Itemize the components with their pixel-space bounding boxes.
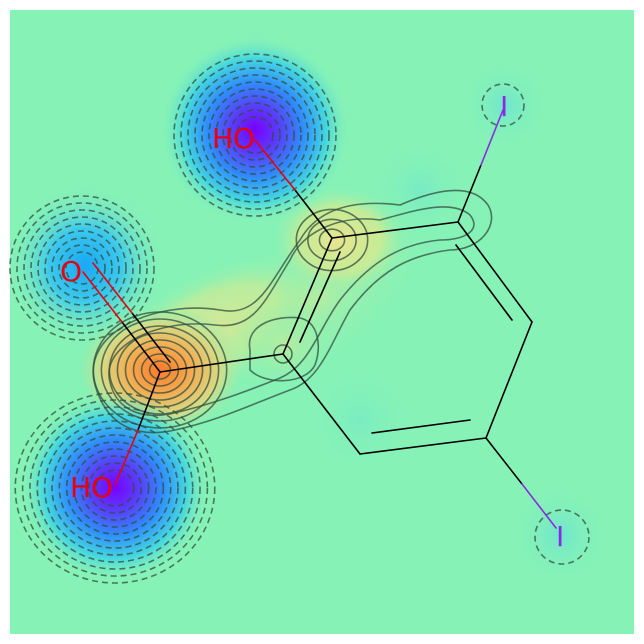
- negative-contour-acid-oxygen: [36, 413, 194, 563]
- negative-contour-carbonyl-oxygen: [37, 223, 127, 313]
- bond-c-oh-acid-carbon: [137, 371, 161, 431]
- negative-contour-phenol-oxygen: [194, 74, 316, 196]
- atom-acid-oh: HO: [70, 471, 113, 504]
- bond-c-i-top-iodine: [480, 109, 504, 166]
- bond-c4-c5-double: [371, 419, 471, 434]
- bond-c3-c4: [485, 321, 533, 439]
- negative-contour-carbonyl-oxygen: [23, 209, 141, 327]
- bond-c-i-top-carbon: [457, 164, 482, 223]
- negative-contour-acid-oxygen: [73, 448, 157, 528]
- bond-ring-carboxyl: [159, 353, 284, 373]
- positive-contour-ring-carbon: [318, 228, 346, 252]
- contour-lines: [9, 53, 590, 584]
- negative-contour-phenol-oxygen: [215, 95, 295, 175]
- negative-contour-phenol-oxygen: [208, 88, 302, 182]
- negative-contour-acid-oxygen: [21, 399, 209, 577]
- bonds: [82, 109, 557, 529]
- negative-contour-carbonyl-oxygen: [44, 230, 120, 306]
- positive-contour-envelope: [248, 316, 319, 382]
- negative-contour-carbonyl-oxygen: [16, 202, 148, 334]
- bond-c1-c2: [331, 221, 459, 239]
- positive-contour-carboxyl-carbon: [116, 332, 204, 408]
- bond-c-o-double-a-oxygen: [82, 271, 123, 323]
- negative-contour-acid-oxygen: [65, 441, 165, 535]
- bond-c-i-bottom-carbon: [485, 437, 523, 485]
- bond-c-o-double-b-carbon: [131, 312, 171, 363]
- negative-contour-carbonyl-oxygen: [65, 251, 99, 285]
- negative-contour-acid-oxygen: [58, 434, 172, 542]
- negative-contour-acid-oxygen: [29, 406, 201, 570]
- atom-carbonyl-o: O: [60, 255, 82, 288]
- bond-c-oh-carbon: [294, 189, 333, 239]
- bond-c-o-double-b-oxygen: [92, 262, 133, 314]
- negative-contour-phenol-oxygen: [180, 60, 330, 210]
- negative-contour-acid-oxygen: [43, 420, 187, 556]
- negative-contour-carbonyl-oxygen: [58, 244, 106, 292]
- negative-contour-acid-oxygen: [87, 462, 143, 514]
- bond-c2-c3: [457, 221, 533, 323]
- bond-c6-c1: [282, 237, 333, 355]
- negative-contour-carbonyl-oxygen: [51, 237, 113, 299]
- negative-contour-carbonyl-oxygen: [30, 216, 134, 320]
- negative-contour-phenol-oxygen: [222, 102, 288, 168]
- bond-c2-c3-double: [455, 244, 513, 321]
- bond-c-oh-oxygen: [254, 139, 296, 191]
- positive-contour-envelope: [92, 189, 493, 434]
- bond-c4-c5: [359, 437, 487, 455]
- atom-labels: HO O HO I I: [60, 90, 564, 553]
- negative-contour-phenol-oxygen: [187, 67, 323, 203]
- negative-contour-acid-oxygen: [95, 469, 135, 507]
- negative-contour-phenol-oxygen: [201, 81, 309, 189]
- positive-contour-envelope: [108, 206, 475, 416]
- positive-contour-ring-carbon-c6: [273, 344, 293, 364]
- positive-contour-carboxyl-carbon: [132, 346, 188, 394]
- atom-phenol-oh: HO: [212, 122, 255, 155]
- negative-contour-phenol-oxygen: [236, 116, 274, 154]
- potential-surface: [5, 35, 610, 585]
- atom-iodine-bottom: I: [556, 520, 564, 553]
- bond-c5-c6: [282, 353, 361, 455]
- negative-contour-carbonyl-oxygen: [9, 195, 155, 341]
- bond-c-o-double-a-carbon: [121, 321, 161, 373]
- atom-iodine-top: I: [500, 90, 508, 123]
- negative-contour-acid-oxygen: [14, 392, 216, 584]
- negative-contour-acid-oxygen: [80, 455, 150, 521]
- positive-contour-ring-carbon: [307, 218, 357, 262]
- bond-c6-c1-double: [299, 251, 341, 343]
- negative-contour-iodine-top: [481, 83, 525, 127]
- bond-c-i-bottom-iodine: [521, 483, 557, 529]
- positive-contour-carboxyl-carbon: [100, 318, 220, 422]
- negative-contour-acid-oxygen: [51, 427, 179, 549]
- negative-contour-phenol-oxygen: [229, 109, 281, 161]
- positive-contour-carboxyl-carbon: [124, 339, 196, 401]
- negative-contour-phenol-oxygen: [173, 53, 337, 217]
- negative-contour-iodine-bottom: [534, 509, 590, 565]
- bond-c-oh-acid-oxygen: [114, 429, 139, 486]
